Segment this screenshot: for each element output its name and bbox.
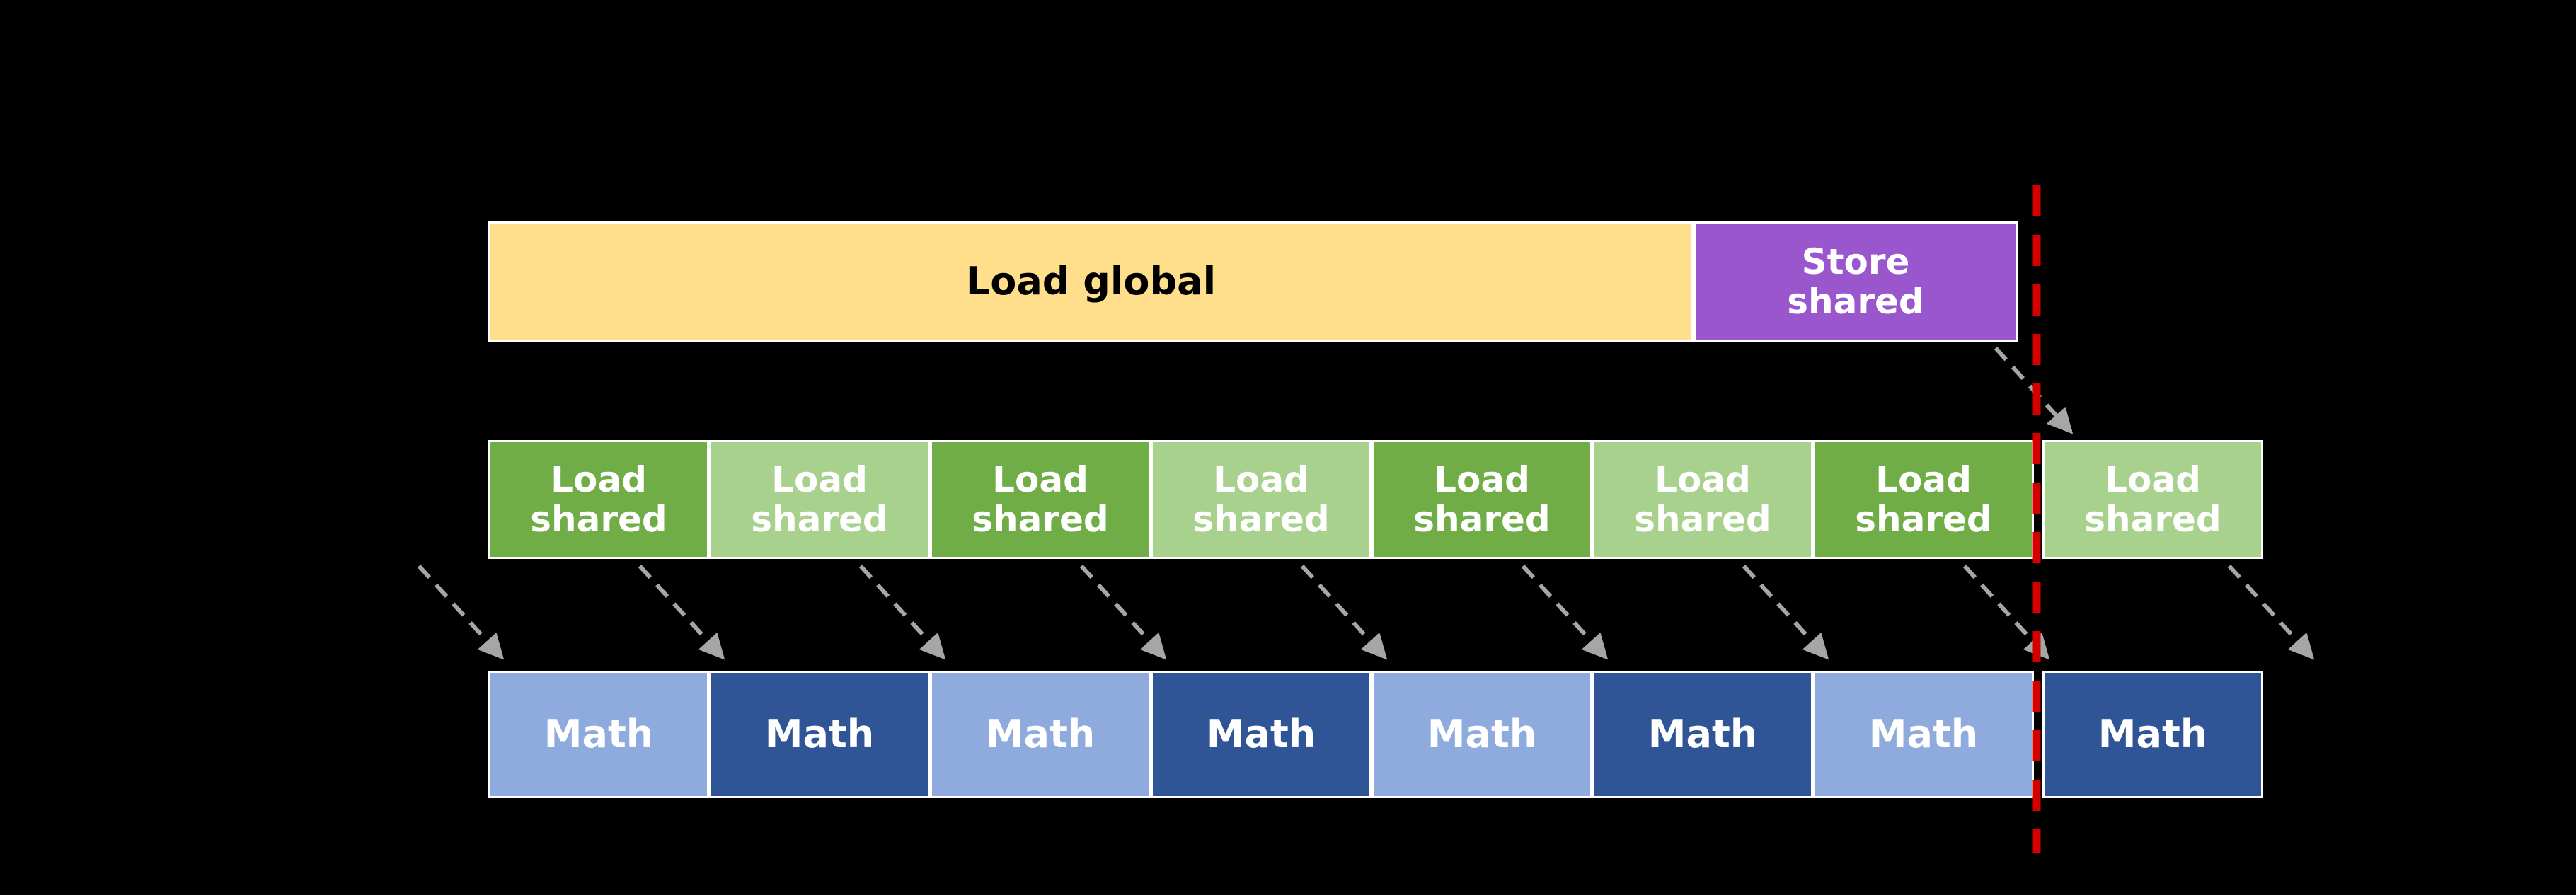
load-shared-label: shared [1192, 499, 1330, 540]
load-to-math-arrow [638, 564, 725, 660]
load-shared-label: Load [771, 459, 868, 500]
store-shared-box: Store shared [1694, 221, 2018, 342]
load-shared-box-2: Load shared [709, 440, 930, 559]
load-to-math-arrow [417, 564, 505, 660]
load-to-math-arrow [1521, 564, 1609, 660]
load-to-math-arrow [2227, 564, 2315, 660]
load-shared-label: Load [2105, 459, 2201, 500]
math-box-5: Math [1372, 671, 1592, 798]
math-box-4: Math [1151, 671, 1372, 798]
load-shared-box-1: Load shared [488, 440, 709, 559]
load-shared-label: Load [1434, 459, 1530, 500]
load-shared-label: Load [1213, 459, 1309, 500]
load-to-math-arrow [858, 564, 946, 660]
load-shared-label: shared [972, 499, 1109, 540]
load-shared-box-6: Load shared [1592, 440, 1813, 559]
load-shared-box-7: Load shared [1813, 440, 2034, 559]
load-shared-box-4: Load shared [1151, 440, 1372, 559]
load-shared-label: Load [1875, 459, 1972, 500]
math-label: Math [1206, 711, 1316, 756]
load-shared-label: shared [1413, 499, 1551, 540]
load-to-math-arrow [1300, 564, 1388, 660]
math-box-3: Math [930, 671, 1151, 798]
math-box-7: Math [1813, 671, 2034, 798]
load-shared-label: Load [992, 459, 1088, 500]
load-shared-label: shared [2084, 499, 2221, 540]
load-global-label: Load global [965, 258, 1217, 304]
load-shared-label: shared [1855, 499, 1992, 540]
load-shared-label: shared [1634, 499, 1771, 540]
math-label: Math [1648, 711, 1758, 756]
store-shared-label: shared [1787, 281, 1924, 322]
math-label: Math [2098, 711, 2208, 756]
math-label: Math [544, 711, 654, 756]
math-label: Math [1868, 711, 1979, 756]
load-shared-box-3: Load shared [930, 440, 1151, 559]
load-shared-label: Load [1655, 459, 1751, 500]
load-to-math-arrow [1742, 564, 1829, 660]
math-box-8: Math [2042, 671, 2263, 798]
load-to-math-arrow [1962, 564, 2050, 660]
store-to-load-arrow [1994, 346, 2074, 434]
math-box-2: Math [709, 671, 930, 798]
load-shared-label: shared [530, 499, 667, 540]
store-shared-label: Store [1801, 241, 1910, 282]
math-box-6: Math [1592, 671, 1813, 798]
math-label: Math [764, 711, 875, 756]
load-shared-label: Load [551, 459, 647, 500]
math-label: Math [985, 711, 1096, 756]
math-label: Math [1427, 711, 1537, 756]
load-shared-box-8: Load shared [2042, 440, 2263, 559]
load-global-box: Load global [488, 221, 1694, 342]
load-shared-label: shared [751, 499, 888, 540]
load-shared-box-5: Load shared [1372, 440, 1592, 559]
load-to-math-arrow [1079, 564, 1167, 660]
math-box-1: Math [488, 671, 709, 798]
